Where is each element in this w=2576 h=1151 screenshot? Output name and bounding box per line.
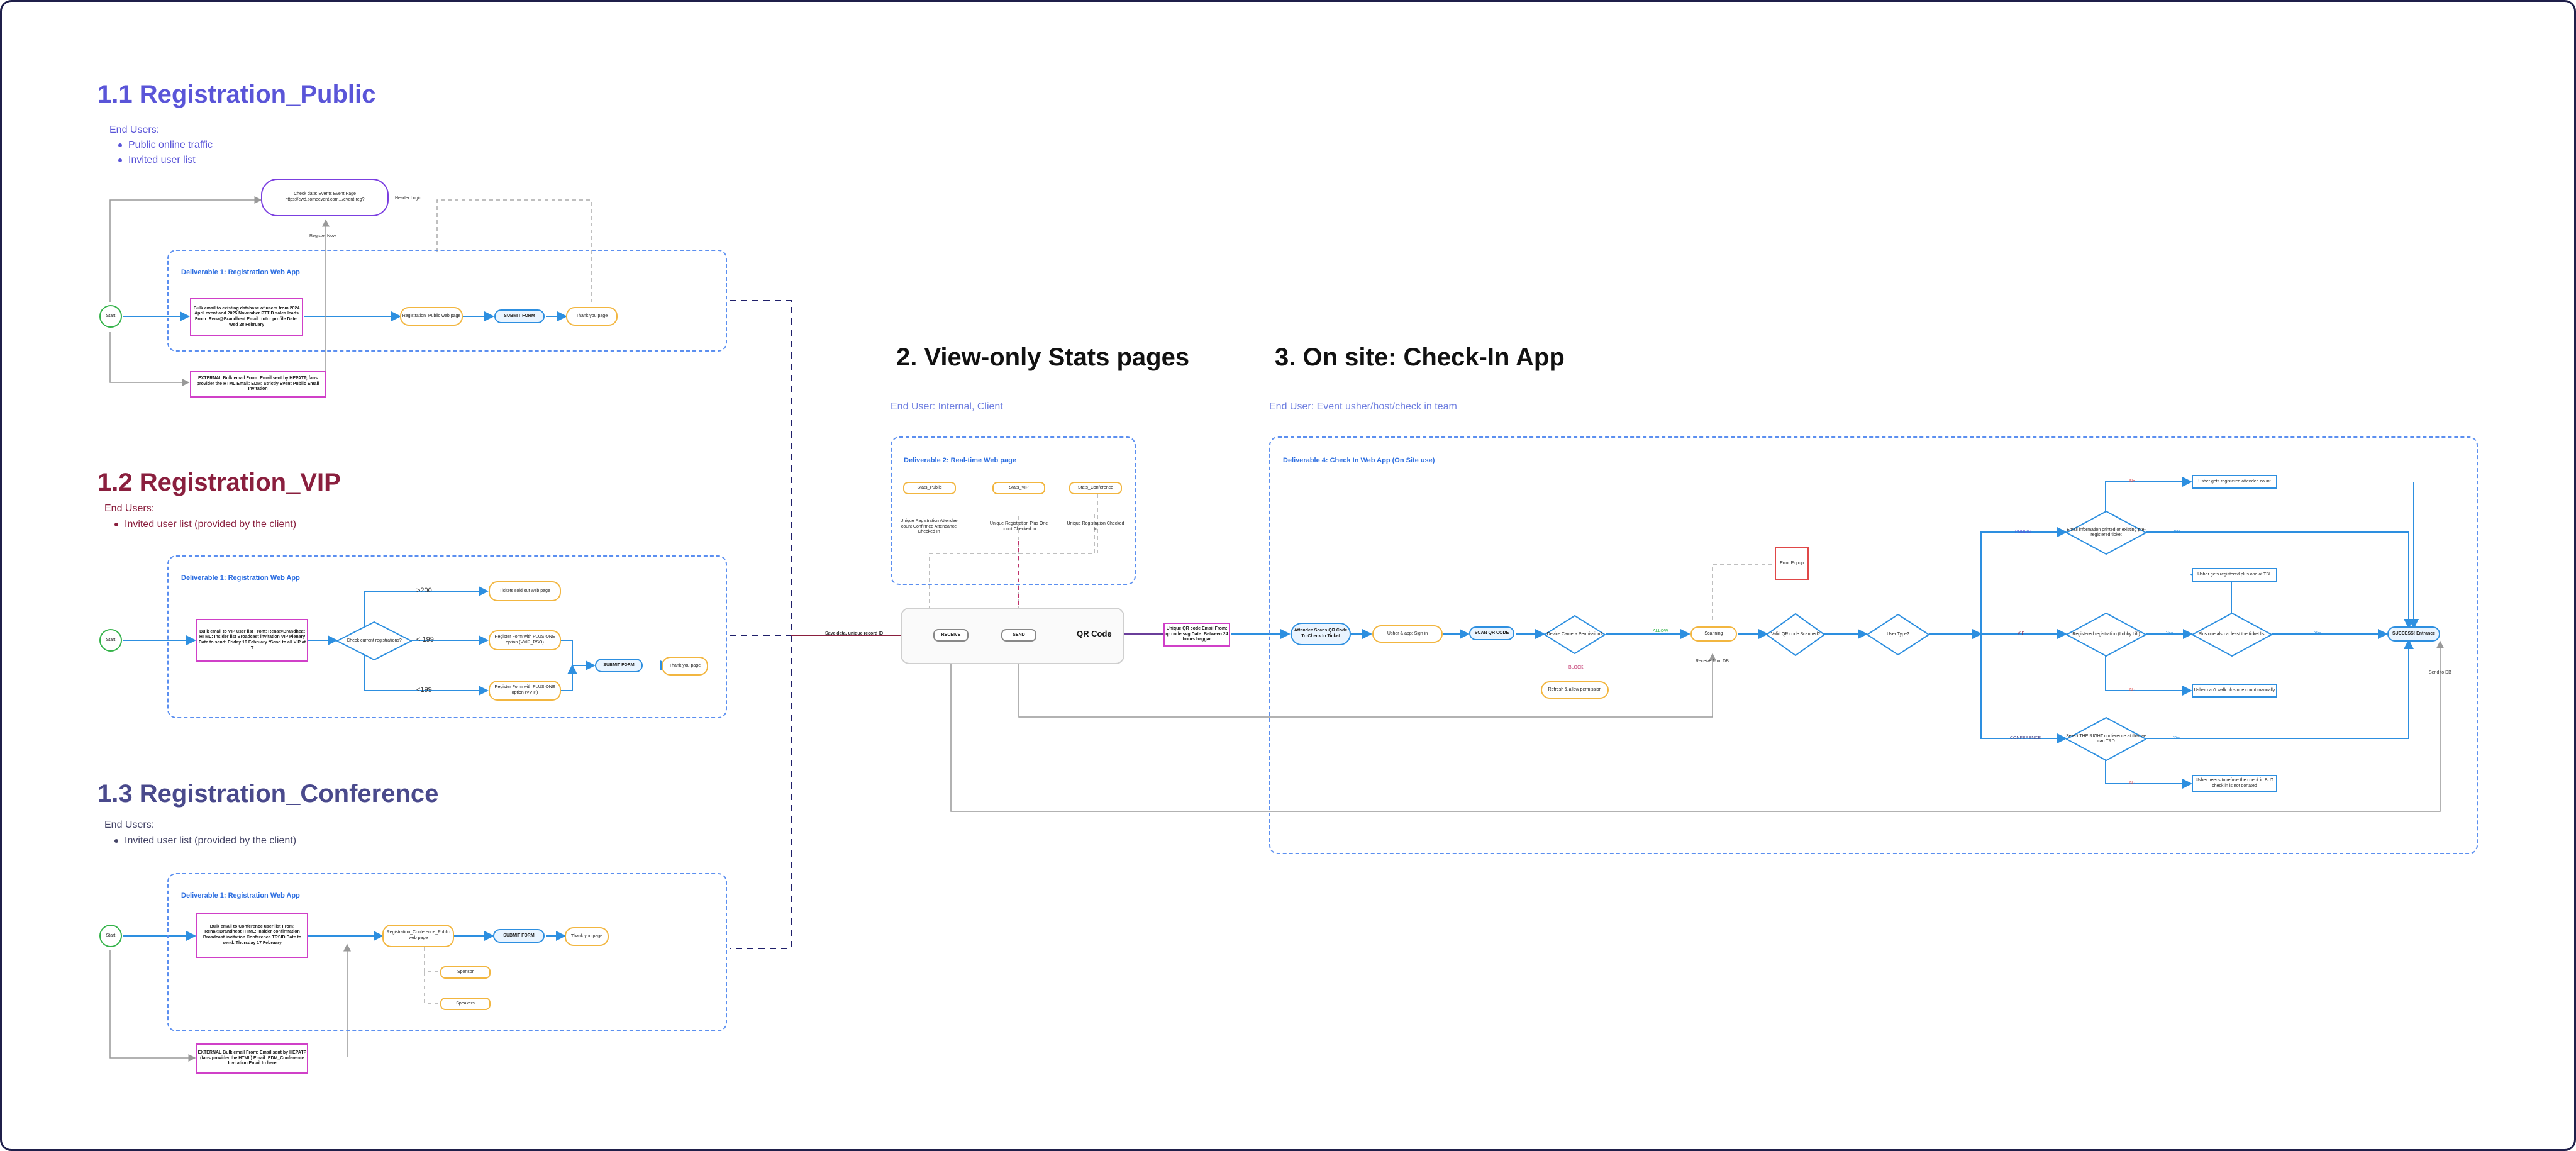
- deliverable-box: [167, 873, 727, 1031]
- public-count-node: Usher gets registered attendee count: [2192, 475, 2277, 489]
- submit-form-button[interactable]: SUBMIT FORM: [595, 659, 643, 672]
- error-popup-node: Error Popup: [1775, 547, 1809, 580]
- registration-public-page[interactable]: Registration_Public web page: [400, 307, 463, 326]
- start-node: Start: [99, 629, 122, 652]
- send-to-db-label: Send to DB: [2429, 670, 2451, 675]
- attendee-scans-node: Attendee Scans QR Code To Check In Ticke…: [1291, 623, 1351, 645]
- yes-label: Yes: [2174, 736, 2181, 740]
- title-stats-pages: 2. View-only Stats pages: [896, 343, 1190, 371]
- end-users-label: End Users:: [104, 820, 155, 830]
- no-label: No: [2129, 479, 2135, 484]
- stats-public-metrics: Unique Registration Attendee count Confi…: [900, 518, 958, 535]
- register-form-plus-one-rso[interactable]: Register Form with PLUS ONE option (VVIP…: [489, 630, 561, 650]
- db-send-node: SEND: [1001, 629, 1036, 642]
- deliverable-box: [1269, 436, 2478, 854]
- title-check-in-app: 3. On site: Check-In App: [1275, 343, 1565, 371]
- bulk-email-node: Bulk email to Conference user list From:…: [196, 913, 308, 958]
- conference-branch-label: CONFERENCE: [2010, 736, 2041, 740]
- public-ticket-decision: Email information printed or existing pr…: [2066, 511, 2146, 555]
- end-user-item: Invited user list: [118, 155, 196, 166]
- stats-conference-metrics: Unique Registration Checked In: [1067, 521, 1124, 531]
- block-label: BLOCK: [1568, 665, 1584, 670]
- title-registration-vip: 1.2 Registration_VIP: [97, 469, 341, 496]
- usher-sign-in-node[interactable]: Usher & app: Sign in: [1372, 625, 1443, 643]
- external-email-node: EXTERNAL Bulk email From: Email sent by …: [190, 371, 326, 398]
- end-users-label: End Users:: [109, 125, 160, 135]
- user-type-decision: User Type?: [1867, 614, 1929, 655]
- deliverable-title: Deliverable 2: Real-time Web page: [904, 457, 1016, 464]
- end-users-label: End User: Internal, Client: [891, 401, 1003, 412]
- scanning-node: Scanning: [1690, 626, 1737, 642]
- speakers-page[interactable]: Speakers: [440, 998, 491, 1010]
- qr-code-label: QR Code: [1077, 629, 1112, 638]
- sold-out-page[interactable]: Tickets sold out web page: [489, 581, 561, 601]
- no-label: No: [2129, 688, 2135, 692]
- conference-decision: Select THE RIGHT conference at that we c…: [2066, 717, 2146, 761]
- title-registration-conference: 1.3 Registration_Conference: [97, 780, 439, 808]
- bulk-email-node: Bulk email to existing database of users…: [190, 298, 303, 336]
- no-label: No: [2129, 781, 2135, 786]
- landing-page-node[interactable]: Check date: Events Event Page https://cw…: [261, 179, 389, 216]
- vip-no-plus-one-node: Usher can't walk plus one count manually: [2192, 684, 2277, 698]
- valid-qr-decision: Valid QR code Scanned?: [1766, 613, 1825, 656]
- stats-vip-metrics: Unique Registration Plus One count Check…: [989, 521, 1048, 531]
- save-data-edge-label: Save data, unique record ID: [825, 631, 884, 636]
- scan-qr-code-button[interactable]: SCAN QR CODE: [1469, 626, 1514, 640]
- thank-you-page[interactable]: Thank you page: [566, 307, 618, 326]
- yes-label: Yes: [2174, 530, 2181, 534]
- option-under-199-alt: <199: [416, 686, 432, 694]
- deliverable-box: [167, 250, 727, 352]
- deliverable-title: Deliverable 4: Check In Web App (On Site…: [1283, 457, 1435, 464]
- header-login-label: Header Login: [395, 196, 422, 201]
- receive-from-db-label: Receive from DB: [1696, 659, 1729, 664]
- register-form-plus-one[interactable]: Register Form with PLUS ONE option (VVIP…: [489, 681, 561, 701]
- register-now-label: Register Now: [309, 234, 336, 238]
- end-user-item: Invited user list (provided by the clien…: [114, 835, 296, 847]
- end-user-item: Public online traffic: [118, 140, 213, 151]
- db-receive-node: RECEIVE: [933, 629, 969, 642]
- vip-branch-label: VIP: [2018, 631, 2025, 636]
- vip-plus-one-node: Usher gets registered plus one at TBL: [2192, 568, 2277, 582]
- thank-you-page[interactable]: Thank you page: [565, 927, 609, 946]
- deliverable-box: [891, 436, 1136, 585]
- public-branch-label: PUBLIC: [2015, 530, 2031, 534]
- deliverable-title: Deliverable 1: Registration Web App: [181, 269, 300, 276]
- qr-email-node: Unique QR code Email From: qr code svg D…: [1163, 623, 1230, 647]
- stats-vip-page[interactable]: Stats_VIP: [992, 482, 1045, 494]
- bulk-email-node: Bulk email to VIP user list From: Rena@B…: [196, 619, 308, 662]
- allow-label: ALLOW: [1653, 629, 1668, 633]
- end-user-item: Invited user list (provided by the clien…: [114, 519, 296, 530]
- yes-label: Yes: [2314, 631, 2322, 636]
- camera-permission-decision: Device Camera Permission?: [1544, 615, 1606, 654]
- check-registrations-decision: Check current registrations?: [336, 621, 412, 660]
- success-entrance-node: SUCCESS! Entrance: [2387, 626, 2440, 642]
- end-users-label: End User: Event usher/host/check in team: [1269, 401, 1457, 412]
- registration-conference-page[interactable]: Registration_Conference_Public web page: [382, 925, 454, 947]
- sponsor-page[interactable]: Sponsor: [440, 966, 491, 979]
- start-node: Start: [99, 305, 122, 328]
- vip-registration-decision: Registered registration (Lobby Lift): [2066, 613, 2146, 657]
- submit-form-button[interactable]: SUBMIT FORM: [494, 309, 545, 323]
- thank-you-page[interactable]: Thank you page: [662, 657, 708, 676]
- deliverable-title: Deliverable 1: Registration Web App: [181, 574, 300, 582]
- refresh-permission-node[interactable]: Refresh & allow permission: [1541, 681, 1609, 699]
- conference-refuse-node: Usher needs to refuse the check in BUT c…: [2192, 775, 2277, 792]
- stats-public-page[interactable]: Stats_Public: [903, 482, 956, 494]
- yes-label: Yes: [2166, 631, 2174, 636]
- submit-form-button[interactable]: SUBMIT FORM: [493, 929, 545, 943]
- option-under-199: < 199: [416, 636, 434, 643]
- start-node: Start: [99, 925, 122, 947]
- option-over-200: >200: [416, 587, 432, 594]
- plus-one-decision: Plus one also at least the ticket list: [2192, 613, 2272, 657]
- deliverable-box: [167, 555, 727, 718]
- stats-conference-page[interactable]: Stats_Conference: [1069, 482, 1122, 494]
- deliverable-title: Deliverable 1: Registration Web App: [181, 892, 300, 899]
- external-email-node: EXTERNAL Bulk email From: Email sent by …: [196, 1043, 308, 1074]
- title-registration-public: 1.1 Registration_Public: [97, 81, 376, 108]
- end-users-label: End Users:: [104, 503, 155, 514]
